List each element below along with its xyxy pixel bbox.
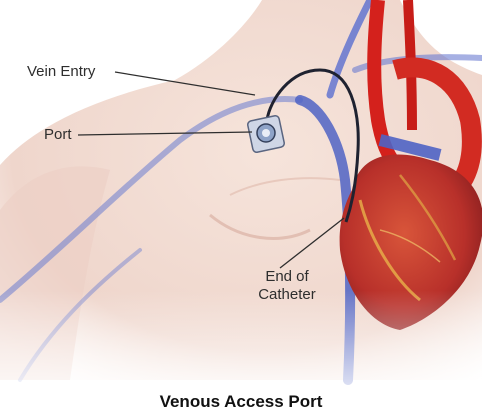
label-vein-entry: Vein Entry [27, 63, 95, 81]
label-end-of-catheter-line2: Catheter [238, 286, 336, 304]
label-port: Port [44, 126, 72, 144]
figure-title: Venous Access Port [0, 392, 482, 412]
label-end-of-catheter-line1: End of [238, 268, 336, 286]
label-end-of-catheter: End of Catheter [238, 268, 336, 304]
